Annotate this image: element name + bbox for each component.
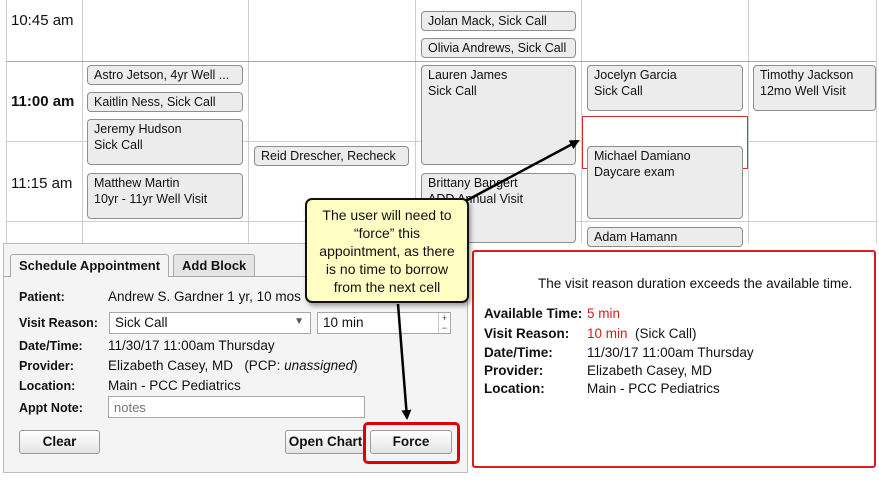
visit-reason-label: Visit Reason:: [19, 316, 98, 330]
grid-line: [581, 0, 582, 243]
provider-value: Elizabeth Casey, MD: [587, 363, 713, 378]
visit-reason-label: Visit Reason:: [484, 326, 570, 341]
duration-value: 10 min: [323, 315, 364, 330]
available-time-label: Available Time:: [484, 306, 583, 321]
provider-label: Provider:: [484, 363, 544, 378]
callout-line: The user will need to: [322, 207, 452, 223]
stepper-icon[interactable]: +−: [438, 313, 450, 333]
grid-line: [748, 0, 749, 243]
location-value: Main - PCC Pediatrics: [587, 381, 720, 396]
callout-line: appointment, as there: [319, 243, 455, 259]
location-label: Location:: [484, 381, 545, 396]
schedule-grid: 10:45 am 11:00 am 11:15 am Jolan Mack, S…: [6, 0, 877, 247]
date-time-value: 11/30/17 11:00am Thursday: [108, 338, 275, 353]
appt-note-label: Appt Note:: [19, 401, 83, 415]
pcp-value: unassigned: [284, 358, 354, 373]
provider-label: Provider:: [19, 359, 74, 373]
tab-schedule-appointment[interactable]: Schedule Appointment: [10, 254, 170, 277]
pcp-prefix: (PCP:: [244, 358, 285, 373]
grid-line: [6, 0, 7, 243]
appointment-block[interactable]: Astro Jetson, 4yr Well ...: [87, 65, 243, 85]
visit-reason-value: Sick Call: [115, 315, 168, 330]
grid-line: [82, 0, 83, 243]
grid-line: [248, 0, 249, 243]
appointment-block[interactable]: Kaitlin Ness, Sick Call: [87, 92, 243, 112]
appointment-block[interactable]: Olivia Andrews, Sick Call: [421, 38, 576, 58]
force-button[interactable]: Force: [370, 430, 452, 454]
grid-line: [876, 0, 877, 243]
chevron-down-icon: ▼: [294, 316, 304, 327]
pcp-suffix: ): [353, 358, 358, 373]
schedule-appointment-panel: Schedule Appointment Add Block Patient: …: [3, 243, 468, 473]
patient-label: Patient:: [19, 290, 65, 304]
date-time-label: Date/Time:: [19, 339, 83, 353]
grid-line: [6, 61, 876, 62]
provider-value: Elizabeth Casey, MD (PCP: unassigned): [108, 358, 358, 373]
callout-line: from the next cell: [333, 279, 441, 295]
patient-value: Andrew S. Gardner 1 yr, 10 mos: [108, 289, 301, 304]
date-time-label: Date/Time:: [484, 345, 553, 360]
visit-reason-duration: 10 min: [587, 326, 628, 341]
callout-line: is no time to borrow: [325, 261, 449, 277]
grid-line: [415, 0, 416, 243]
open-chart-button[interactable]: Open Chart: [285, 430, 366, 454]
appointment-block[interactable]: Jolan Mack, Sick Call: [421, 11, 576, 31]
location-label: Location:: [19, 379, 76, 393]
tab-divider: [4, 276, 467, 277]
clear-button[interactable]: Clear: [19, 430, 100, 454]
available-time-value: 5 min: [587, 306, 621, 321]
appointment-block[interactable]: Reid Drescher, Recheck: [254, 146, 409, 166]
force-button-highlight: [363, 422, 460, 464]
tab-add-block[interactable]: Add Block: [173, 254, 256, 276]
provider-name: Elizabeth Casey, MD: [108, 358, 234, 373]
duration-stepper[interactable]: 10 min +−: [317, 312, 451, 334]
location-value: Main - PCC Pediatrics: [108, 378, 241, 393]
appt-note-input[interactable]: [108, 396, 365, 418]
callout-line: “force” this: [353, 225, 421, 241]
duration-warning-panel: The visit reason duration exceeds the av…: [472, 250, 876, 468]
time-label: 10:45 am: [11, 12, 74, 29]
visit-reason-select[interactable]: Sick Call ▼: [109, 312, 311, 334]
warning-message: The visit reason duration exceeds the av…: [538, 276, 853, 291]
visit-reason-value: 10 min (Sick Call): [587, 326, 697, 341]
date-time-value: 11/30/17 11:00am Thursday: [587, 345, 754, 360]
instruction-callout: The user will need to “force” this appoi…: [305, 198, 469, 303]
time-label: 11:15 am: [11, 175, 73, 192]
time-label: 11:00 am: [11, 93, 75, 110]
visit-reason-name: (Sick Call): [635, 326, 697, 341]
appointment-block[interactable]: Adam Hamann: [587, 227, 743, 247]
